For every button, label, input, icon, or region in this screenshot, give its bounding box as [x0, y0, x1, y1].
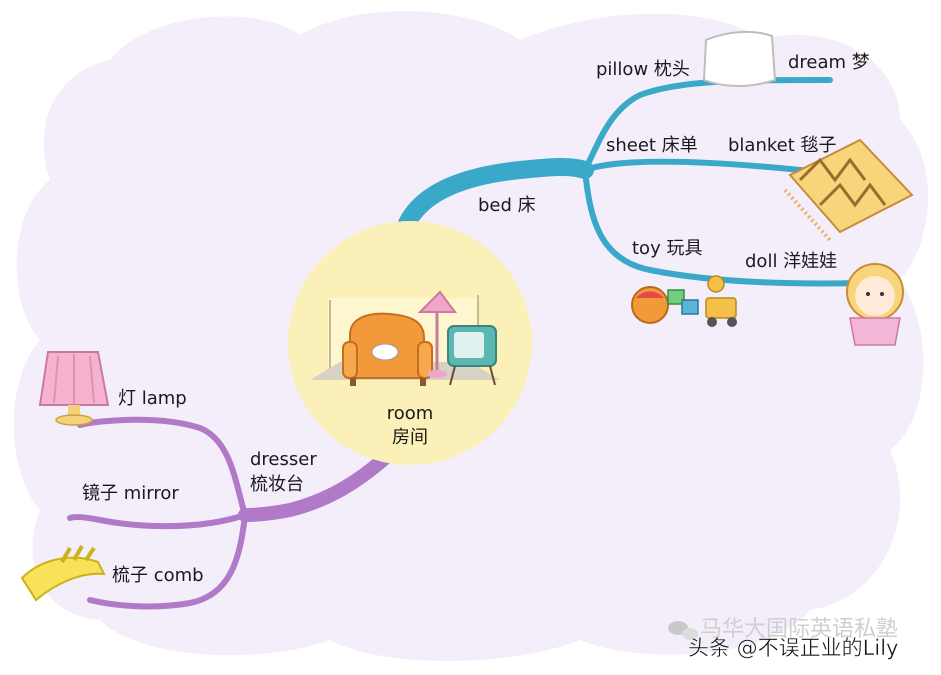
pillow-label: pillow 枕头 — [596, 59, 690, 80]
lamp-label: 灯 lamp — [118, 388, 187, 409]
comb-icon — [20, 545, 106, 602]
toy-label: toy 玩具 — [632, 238, 702, 259]
pillow-icon — [702, 30, 777, 87]
comb-label: 梳子 comb — [112, 565, 204, 586]
watermark-line2: 头条 @不误正业的Lily — [688, 636, 898, 660]
blanket-icon — [783, 138, 914, 242]
bed-label: bed 床 — [478, 195, 536, 216]
room-illustration — [310, 290, 500, 386]
armchair-icon — [342, 312, 433, 386]
table-lamp-icon — [38, 351, 110, 426]
doll-icon — [846, 263, 904, 346]
center-label-en: room — [387, 403, 434, 424]
tv-icon — [447, 325, 497, 386]
toys-icon — [631, 275, 737, 327]
watermark-line1: 马华大国际英语私塾 — [700, 617, 898, 642]
blanket-label: blanket 毯子 — [728, 135, 837, 156]
dresser-label-zh: 梳妆台 — [250, 474, 304, 495]
mirror-label: 镜子 mirror — [82, 483, 179, 504]
center-label-zh: 房间 — [392, 427, 428, 448]
dresser-label-en: dresser — [250, 449, 317, 470]
wechat-icon — [668, 621, 698, 640]
sheet-label: sheet 床单 — [606, 135, 698, 156]
dresser-branch-lines — [67, 416, 392, 610]
floor-lamp-icon — [417, 290, 457, 378]
doll-label: doll 洋娃娃 — [745, 251, 837, 272]
dream-label: dream 梦 — [788, 52, 870, 73]
